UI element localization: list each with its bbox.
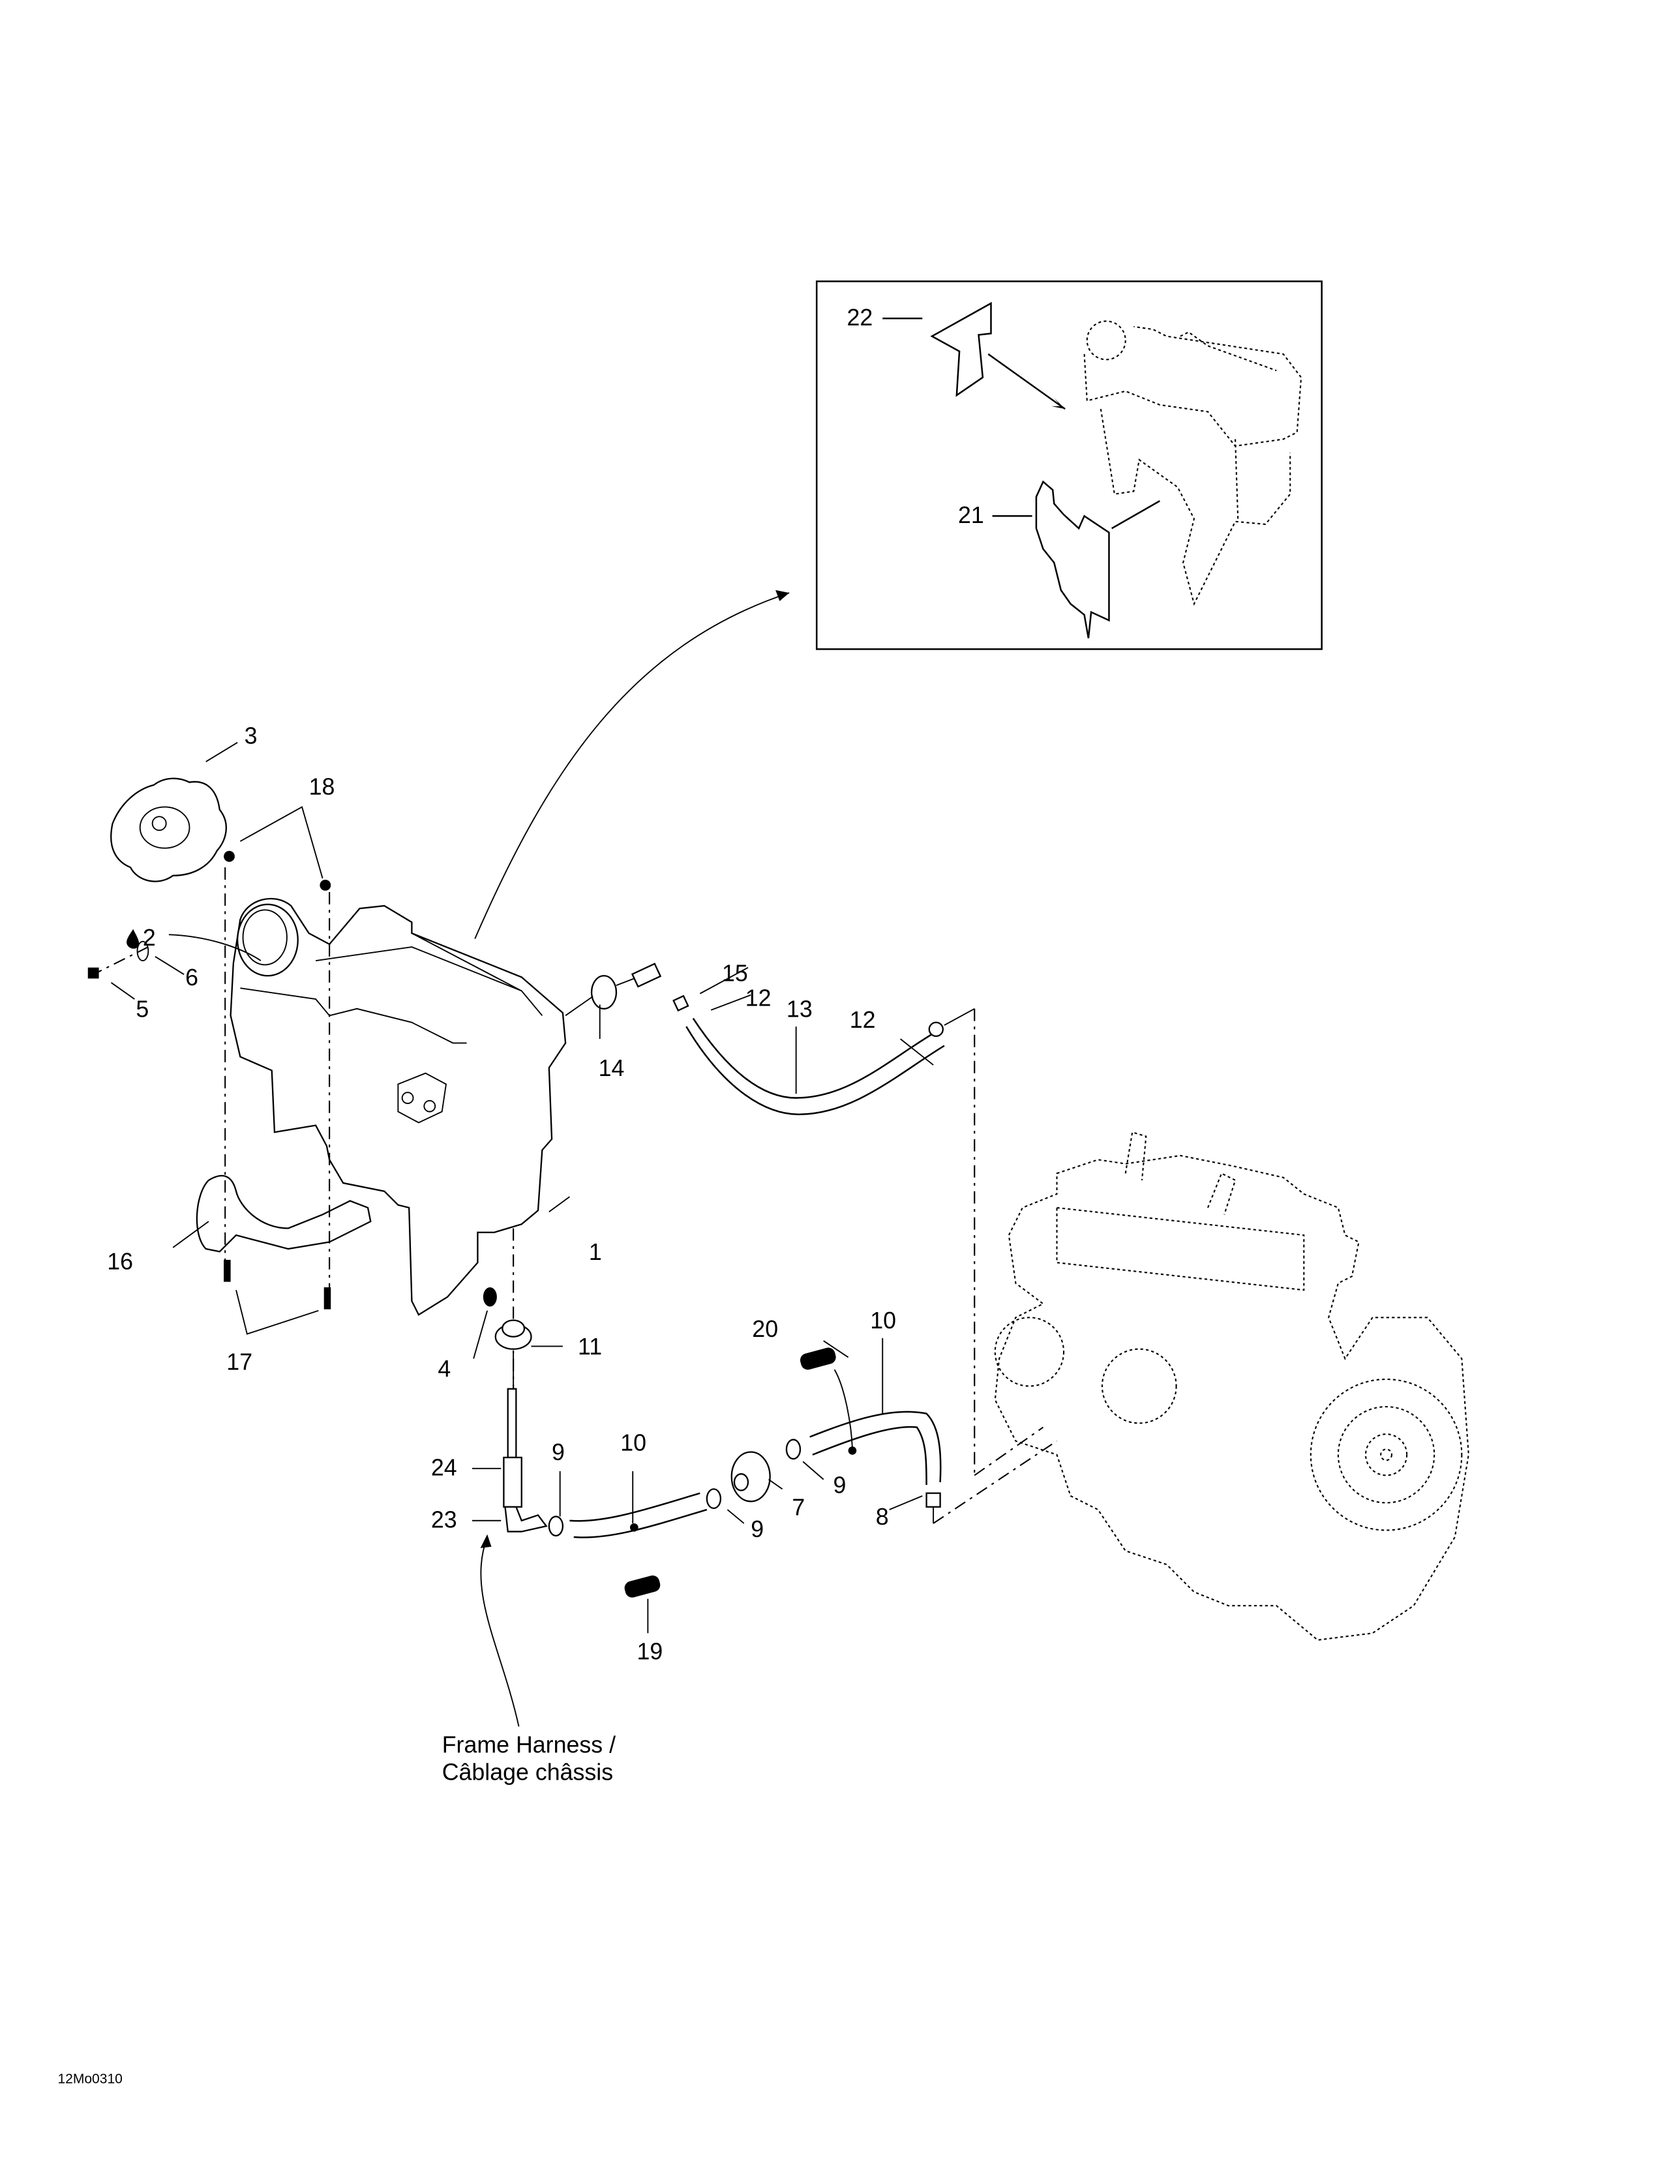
decal-part-21 [1035, 480, 1110, 638]
callout-16: 16 [107, 1249, 133, 1275]
mount-hole [401, 1092, 414, 1104]
callout-23: 23 [431, 1506, 457, 1533]
connector-line [565, 996, 593, 1017]
cap-center [139, 806, 190, 849]
callout-leaders [110, 741, 934, 1634]
callout-9a: 9 [552, 1439, 565, 1465]
clamp-part-9 [785, 1439, 802, 1460]
decal-part-22 [930, 301, 992, 397]
inset-frame [815, 280, 1323, 650]
tank-edge [240, 987, 467, 1044]
heat-shield-part-16 [196, 1174, 372, 1253]
callout-14: 14 [599, 1055, 625, 1081]
clamp-part-9 [706, 1488, 722, 1509]
hose-part-10-edge [573, 1508, 708, 1538]
callout-10a: 10 [620, 1429, 646, 1456]
nut-part-18 [320, 879, 331, 891]
callout-5: 5 [136, 996, 149, 1022]
callout-17: 17 [226, 1349, 252, 1375]
fitting-part-15 [631, 963, 662, 988]
engine-outline [994, 1131, 1469, 1641]
callout-22: 22 [847, 305, 873, 331]
callout-6: 6 [185, 965, 198, 991]
figure-code: 12Mo0310 [57, 2072, 122, 2087]
leader-20 [833, 1369, 853, 1448]
screw-part-17 [224, 1259, 231, 1282]
callout-13: 13 [787, 996, 813, 1022]
callout-15: 15 [722, 961, 748, 987]
mount-tab [397, 1072, 447, 1124]
screw-part-5 [87, 967, 99, 979]
callout-19: 19 [637, 1638, 663, 1664]
filler-neck-inner [242, 909, 288, 966]
clamp-part-9 [548, 1516, 564, 1537]
callout-12b: 12 [850, 1007, 876, 1033]
connector-line [616, 978, 635, 986]
callout-4: 4 [438, 1356, 451, 1382]
mount-hole [423, 1099, 436, 1113]
hose-part-10 [569, 1492, 700, 1522]
arrow-head-icon [1051, 398, 1066, 410]
fitting-part-8 [925, 1492, 941, 1508]
spring-part-20 [800, 1347, 836, 1370]
callout-9c: 9 [833, 1473, 846, 1499]
cap-part-3 [110, 777, 227, 882]
filter-outlet [733, 1473, 749, 1491]
clamp-part-12 [928, 1021, 944, 1038]
tank-edge [411, 933, 522, 992]
callout-1: 1 [589, 1239, 602, 1265]
harness-arrow [480, 1536, 520, 1727]
tank-edge [315, 946, 543, 1016]
clamp-part-12 [672, 995, 689, 1012]
callout-7: 7 [792, 1494, 805, 1520]
oil-tank-assembly [87, 777, 567, 1455]
callout-2: 2 [143, 925, 156, 951]
callout-9b: 9 [751, 1516, 764, 1542]
connector-line [944, 1008, 975, 1026]
nut-part-4 [483, 1287, 497, 1307]
oil-line-assembly [565, 963, 1044, 1476]
callout-12a: 12 [745, 985, 772, 1011]
arrow-head-icon [775, 590, 790, 601]
nut-part-18 [224, 850, 235, 862]
inset-tank-outline [1083, 320, 1302, 606]
harness-note-line1: Frame Harness / [442, 1731, 616, 1758]
washer-part-6 [136, 940, 149, 962]
hose-part-10-edge [812, 1426, 927, 1486]
cap-hole [151, 816, 167, 831]
sensor-rod [507, 1388, 517, 1459]
callout-3: 3 [245, 723, 258, 749]
callout-20: 20 [752, 1316, 778, 1342]
tee-part-23 [504, 1506, 548, 1533]
callout-10b: 10 [870, 1308, 896, 1334]
grommet-top [502, 1319, 526, 1338]
sensor-part-24 [503, 1456, 522, 1508]
lower-line-assembly [480, 1347, 1058, 1727]
callout-21: 21 [958, 502, 984, 528]
screw-part-17 [323, 1287, 331, 1309]
arrow-head-icon [480, 1534, 492, 1548]
harness-note-line2: Câblage châssis [442, 1759, 613, 1785]
callout-18: 18 [309, 773, 335, 800]
reference-arrow [474, 592, 790, 939]
grommet-part-14 [590, 975, 618, 1010]
centerline [933, 1440, 1058, 1524]
spring-part-19 [624, 1575, 661, 1598]
inset-arrow-21 [1111, 500, 1160, 530]
callout-11: 11 [578, 1334, 602, 1360]
oil-drop-icon [127, 929, 140, 949]
centerline [974, 1426, 1044, 1476]
inset-detail: 22 21 [815, 280, 1323, 650]
hose-marker [630, 1523, 638, 1532]
hose-part-10 [809, 1411, 942, 1482]
callout-8: 8 [876, 1504, 889, 1530]
oil-line-part-13 [692, 1017, 941, 1099]
hose-marker [848, 1446, 857, 1455]
callout-labels: 1 2 3 4 5 6 7 8 9 9 9 10 10 11 12 12 13 … [107, 723, 896, 1665]
oil-line-part-13-edge [685, 1026, 945, 1116]
callout-24: 24 [431, 1454, 457, 1480]
inset-arrow-22 [987, 353, 1066, 410]
